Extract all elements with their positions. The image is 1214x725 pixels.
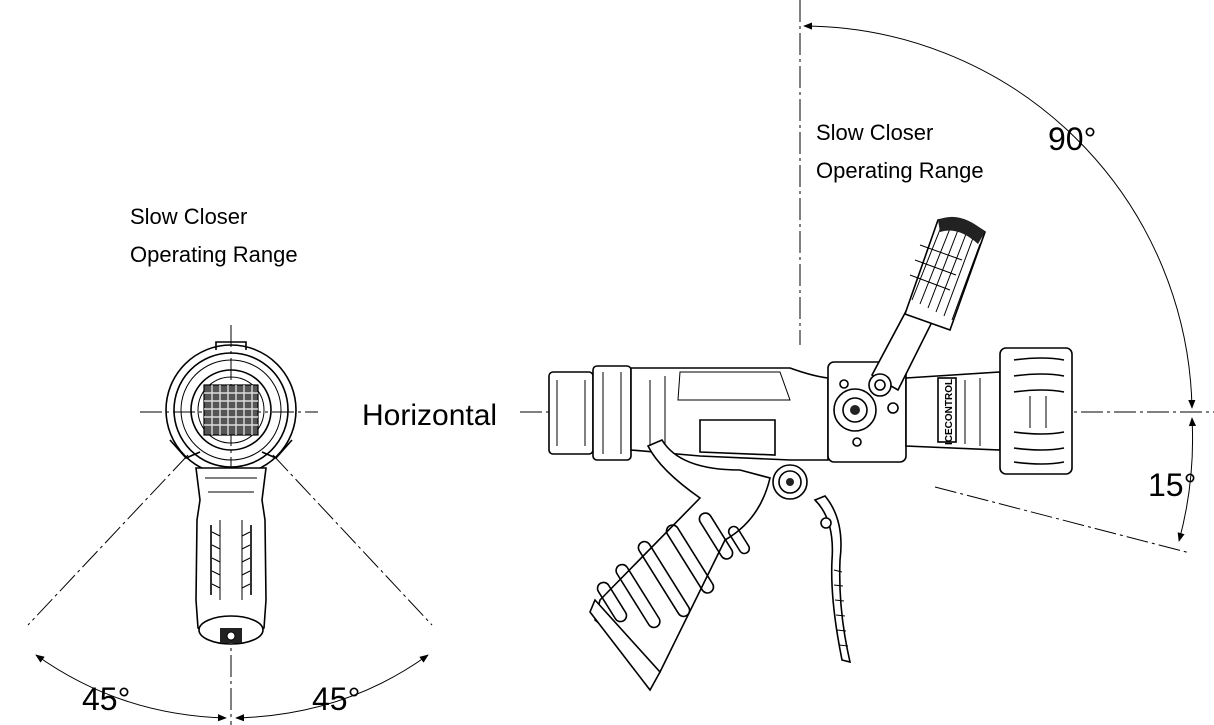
side-view: ICECONTROL — [520, 0, 1214, 692]
nozzle-body — [630, 367, 829, 461]
front-view — [27, 325, 433, 725]
front-ring-5 — [197, 376, 265, 444]
15-degree-arc — [1177, 417, 1197, 542]
left-45-arc — [35, 654, 227, 722]
front-ring-4 — [190, 369, 272, 451]
front-screen-mesh — [203, 384, 259, 436]
90-degree-arc — [803, 22, 1196, 409]
right-range-label-line1: Slow Closer — [816, 120, 933, 145]
angle-45-left-label: 45° — [82, 681, 130, 717]
horizontal-label: Horizontal — [362, 399, 497, 432]
angle-45-right-label: 45° — [312, 681, 360, 717]
bail-handle — [868, 216, 986, 397]
right-45-limit-line — [272, 454, 433, 626]
front-ring-3 — [180, 359, 282, 461]
left-45-limit-line — [27, 454, 189, 626]
left-range-label-line1: Slow Closer — [130, 204, 247, 229]
nozzle-barrel: ICECONTROL — [905, 371, 1001, 451]
front-top-tab — [215, 341, 247, 350]
front-pistol-grip — [195, 467, 267, 645]
left-range-label-line2: Operating Range — [130, 242, 298, 267]
inlet-coupling — [548, 365, 632, 461]
brand-label: ICECONTROL — [944, 379, 955, 445]
front-ring-2 — [173, 352, 289, 468]
front-left-lug — [169, 439, 201, 459]
side-pistol-grip — [589, 438, 808, 692]
nozzle-tip — [999, 347, 1073, 475]
angle-90-label: 90° — [1048, 121, 1096, 157]
right-45-arc — [235, 654, 429, 722]
right-range-label-line2: Operating Range — [816, 158, 984, 183]
front-right-lug — [261, 439, 293, 459]
trigger-lever — [813, 495, 852, 664]
minus-15-limit-line — [934, 486, 1191, 554]
angle-15-label: 15° — [1148, 467, 1196, 503]
